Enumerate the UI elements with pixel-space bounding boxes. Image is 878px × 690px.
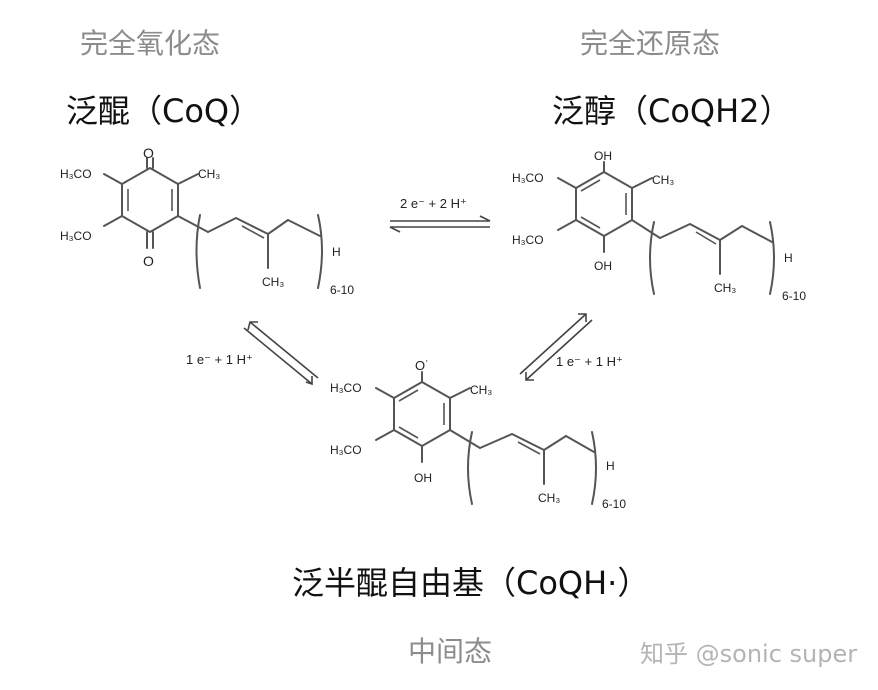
ubiquinol-structure: OH OH H₃CO H₃CO CH₃ CH₃ H 6-10 — [512, 149, 806, 303]
intermediate-state-header: 中间态 — [408, 635, 493, 668]
methoxy-label: H₃CO — [330, 443, 362, 457]
methoxy-label: H₃CO — [60, 167, 92, 181]
ubiquinone-label: 泛醌（CoQ） — [66, 92, 262, 130]
oxidized-state-header: 完全氧化态 — [80, 27, 221, 60]
methoxy-label: H₃CO — [330, 381, 362, 395]
radical-oxygen-label: O˙ — [415, 358, 429, 373]
methyl-label: CH₃ — [198, 167, 220, 181]
oxo-label: O — [143, 145, 154, 161]
methyl-label: CH₃ — [262, 275, 284, 289]
hydroxy-label: OH — [594, 149, 612, 163]
methoxy-label: H₃CO — [512, 233, 544, 247]
repeat-count-label: 6-10 — [602, 497, 626, 511]
repeat-count-label: 6-10 — [330, 283, 354, 297]
right-equilibrium-arrow: 1 e⁻ + 1 H⁺ — [519, 313, 623, 381]
top-equilibrium-arrow: 2 e⁻ + 2 H⁺ — [389, 196, 491, 233]
methyl-label: CH₃ — [652, 173, 674, 187]
left-equilibrium-arrow: 1 e⁻ + 1 H⁺ — [186, 321, 319, 386]
hydroxy-label: OH — [594, 259, 612, 273]
methyl-label: CH₃ — [470, 383, 492, 397]
methyl-label: CH₃ — [538, 491, 560, 505]
hydroxy-label: OH — [414, 471, 432, 485]
terminal-h-label: H — [784, 251, 793, 265]
terminal-h-label: H — [332, 245, 341, 259]
repeat-count-label: 6-10 — [782, 289, 806, 303]
watermark: 知乎 @sonic super — [640, 640, 858, 668]
right-reaction-label: 1 e⁻ + 1 H⁺ — [556, 354, 623, 369]
reduced-state-header: 完全还原态 — [580, 27, 721, 60]
ubiquinone-structure: O O H₃CO H₃CO CH₃ CH₃ H 6-10 — [60, 145, 354, 297]
left-reaction-label: 1 e⁻ + 1 H⁺ — [186, 352, 253, 367]
methoxy-label: H₃CO — [60, 229, 92, 243]
top-reaction-label: 2 e⁻ + 2 H⁺ — [400, 196, 467, 211]
methoxy-label: H₃CO — [512, 171, 544, 185]
oxo-label: O — [143, 253, 154, 269]
ubiquinol-label: 泛醇（CoQH2） — [552, 92, 792, 130]
methyl-label: CH₃ — [714, 281, 736, 295]
semiquinone-label: 泛半醌自由基（CoQH·） — [292, 564, 650, 602]
semiquinone-structure: O˙ OH H₃CO H₃CO CH₃ CH₃ H 6-10 — [330, 358, 626, 511]
terminal-h-label: H — [606, 459, 615, 473]
